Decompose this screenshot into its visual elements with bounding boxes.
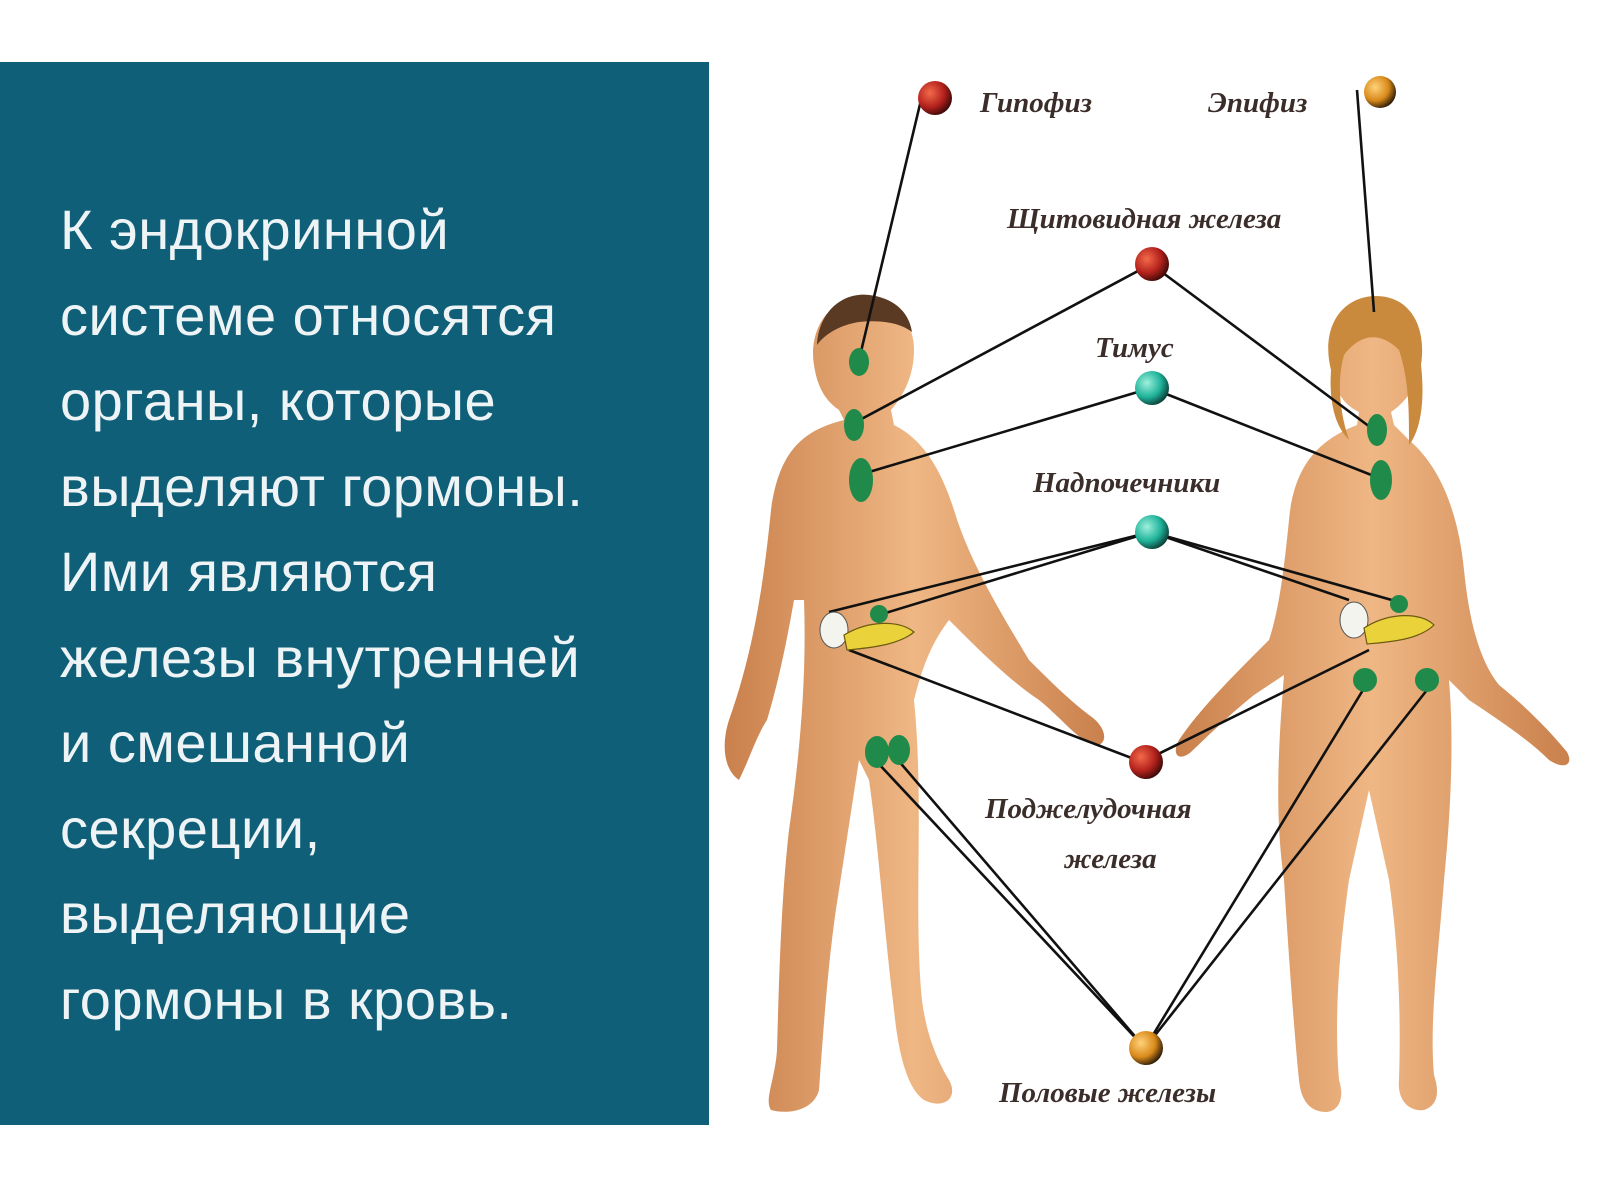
label-pineal: Эпифиз [1208, 87, 1307, 119]
panel-line: органы, которые [60, 369, 497, 432]
male-hair [817, 294, 912, 345]
panel-line: выделяющие [60, 882, 411, 945]
text-panel: К эндокринной системе относятся органы, … [0, 62, 709, 1125]
line-thymus-male [858, 386, 1152, 477]
label-pituitary: Гипофиз [979, 87, 1092, 119]
line-pineal [1355, 89, 1376, 313]
male-kidney [819, 611, 849, 649]
panel-line: и смешанной [60, 711, 411, 774]
line-gonad-female-1 [1143, 689, 1365, 1049]
male-gonad-left [865, 736, 889, 768]
label-gonads: Половые железы [998, 1077, 1216, 1109]
male-pancreas [843, 622, 915, 651]
line-gonad-male-2 [890, 751, 1146, 1049]
male-glands [819, 348, 915, 768]
female-hair [1328, 295, 1423, 445]
node-thyroid [1135, 247, 1169, 281]
male-thymus-gland [849, 458, 873, 502]
female-kidney [1339, 601, 1369, 639]
panel-line: железы внутренней [60, 625, 581, 689]
label-thyroid: Щитовидная железа [1006, 203, 1281, 235]
male-figure [724, 294, 1105, 1112]
line-thymus-female [1150, 386, 1380, 480]
panel-line: Ими являются [60, 540, 438, 603]
line-adrenal-male-2 [878, 530, 1152, 617]
female-ovary-right [1415, 668, 1439, 692]
label-pancreas-line2: железа [1063, 843, 1157, 875]
female-thymus-gland [1370, 460, 1392, 500]
female-thyroid-gland [1367, 414, 1387, 446]
male-gonad-right [888, 735, 910, 765]
panel-text: К эндокринной системе относятся органы, … [60, 187, 583, 1042]
line-pancreas-male [848, 648, 1143, 764]
panel-line: К эндокринной [60, 198, 450, 261]
male-adrenal-gland [870, 605, 888, 623]
male-body [724, 300, 1105, 1112]
line-pancreas-female [1141, 648, 1370, 764]
female-figure [1175, 295, 1570, 1112]
line-gonad-female-2 [1143, 689, 1429, 1049]
label-nodes [918, 76, 1396, 1065]
line-gonad-male-1 [876, 761, 1146, 1049]
gland-labels: Гипофиз Эпифиз Щитовидная железа Тимус Н… [979, 87, 1307, 1109]
node-adrenals [1135, 515, 1169, 549]
line-adrenal-female-1 [1150, 530, 1350, 602]
label-thymus: Тимус [1095, 332, 1174, 364]
panel-line: гормоны в кровь. [60, 967, 513, 1031]
panel-line: секреции, [60, 796, 321, 860]
connector-lines [828, 89, 1429, 1049]
panel-line: выделяют гормоны. [60, 454, 584, 518]
line-thyroid-female [1150, 262, 1375, 432]
endocrine-diagram: Гипофиз Эпифиз Щитовидная железа Тимус Н… [709, 0, 1600, 1200]
node-pineal [1364, 76, 1396, 108]
female-adrenal-gland [1390, 595, 1408, 613]
female-ovary-left [1353, 668, 1377, 692]
label-pancreas-line1: Поджелудочная [984, 793, 1192, 825]
male-thyroid-gland [844, 409, 864, 441]
node-pancreas [1129, 745, 1163, 779]
node-gonads [1129, 1031, 1163, 1065]
female-pancreas [1363, 615, 1435, 645]
node-pituitary [918, 81, 952, 115]
diagram-canvas: Гипофиз Эпифиз Щитовидная железа Тимус Н… [724, 76, 1570, 1112]
line-adrenal-female-2 [1150, 530, 1400, 604]
female-body [1175, 300, 1570, 1112]
line-adrenal-male-1 [828, 530, 1152, 614]
node-thymus [1135, 371, 1169, 405]
line-thyroid-male [853, 262, 1152, 425]
line-pituitary [857, 99, 923, 361]
male-pituitary-gland [849, 348, 869, 376]
panel-line: системе относятся [60, 283, 557, 347]
label-adrenals: Надпочечники [1032, 467, 1220, 499]
female-glands [1339, 414, 1439, 692]
